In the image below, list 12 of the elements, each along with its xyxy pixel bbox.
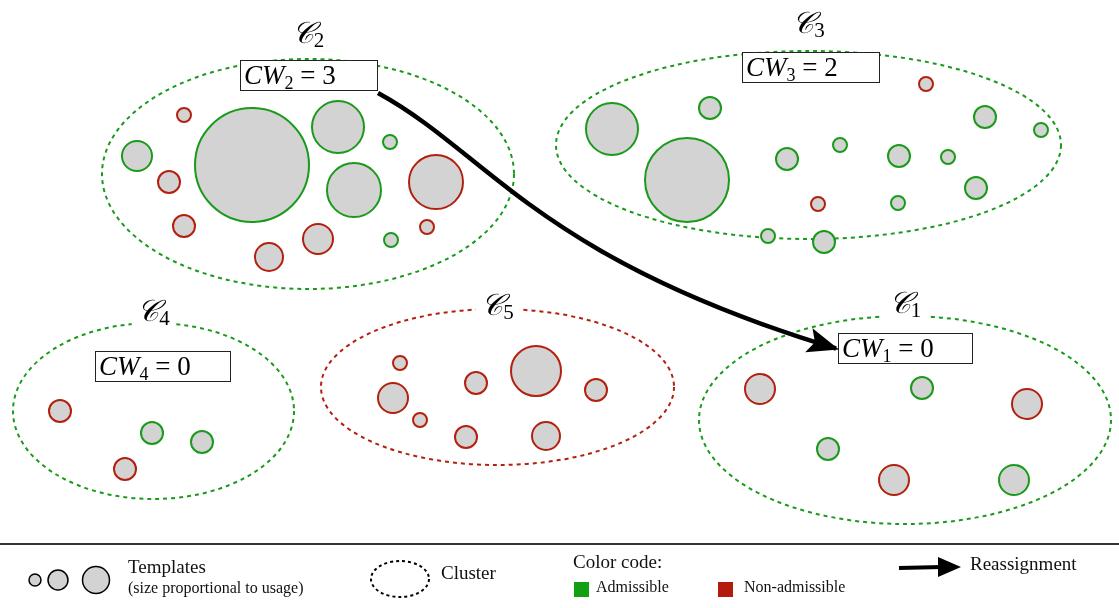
cluster-weight-box: CW$_{1}$ = 0 [838, 333, 973, 364]
legend-text: Reassignment [970, 553, 1077, 575]
legend-text: Admissible [596, 578, 669, 596]
reassignment-arrow [376, 91, 839, 352]
cluster-weight-box: CW$_{4}$ = 0 [95, 351, 231, 382]
legend-note: (size proportional to usage) [128, 579, 304, 597]
legend-note: Color code: [573, 551, 663, 573]
cluster-weight-box: CW$_{2}$ = 3 [240, 60, 378, 91]
legend-text: Cluster [441, 562, 496, 584]
cluster-weight-box: CW$_{3}$ = 2 [742, 52, 880, 83]
legend-text: Templates [128, 556, 206, 578]
legend-text: Non-admissible [744, 578, 846, 596]
